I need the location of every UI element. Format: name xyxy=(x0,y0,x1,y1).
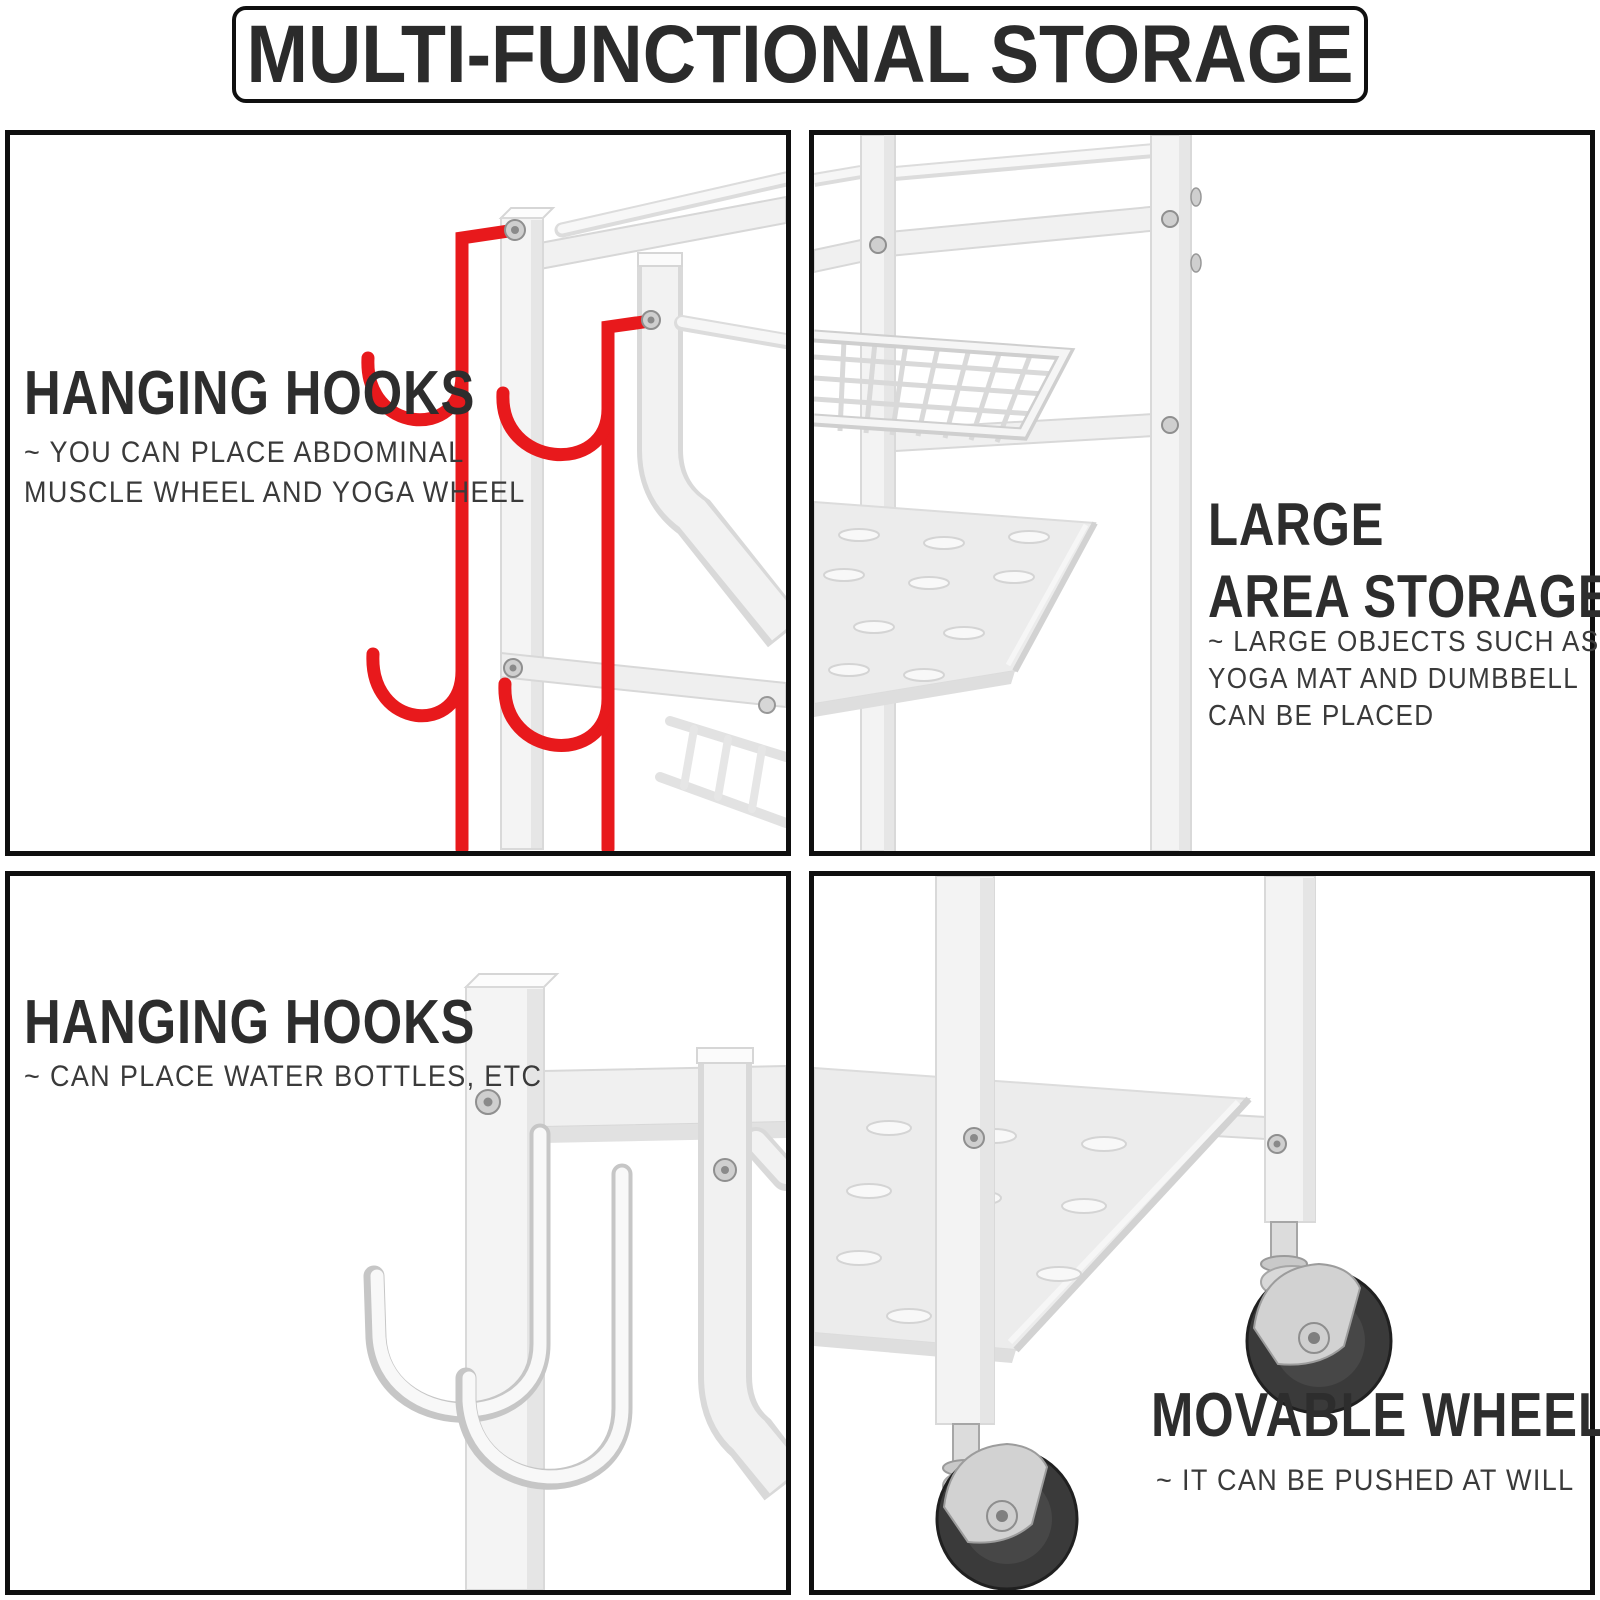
feature-panel-hanging-hooks-red: HANGING HOOKS ~ YOU CAN PLACE ABDOMINAL … xyxy=(5,130,791,856)
section-heading-text: HANGING HOOKS xyxy=(24,359,476,428)
screw-icons xyxy=(475,1089,737,1182)
description-line: YOGA MAT AND DUMBBELL xyxy=(1208,663,1580,695)
description-line: ~ CAN PLACE WATER BOTTLES, ETC xyxy=(24,1060,543,1093)
description-line: ~ LARGE OBJECTS SUCH AS xyxy=(1208,626,1600,658)
section-description: ~ IT CAN BE PUSHED AT WILL xyxy=(1156,1461,1600,1501)
page-title: MULTI-FUNCTIONAL STORAGE xyxy=(246,8,1354,100)
storage-shelves-illustration xyxy=(814,135,1202,851)
feature-panel-hanging-hooks-white: HANGING HOOKS ~ CAN PLACE WATER BOTTLES,… xyxy=(5,871,791,1595)
caster-wheels-illustration xyxy=(814,876,1393,1590)
white-hanging-hooks-illustration xyxy=(363,973,786,1590)
caster-wheel-icon xyxy=(935,1423,1079,1590)
section-heading: MOVABLE WHEELS xyxy=(1151,1385,1600,1447)
screw-icons xyxy=(503,219,776,714)
feature-panel-movable-wheels: MOVABLE WHEELS ~ IT CAN BE PUSHED AT WIL… xyxy=(809,871,1600,1595)
screw-icons xyxy=(869,210,1179,434)
perforated-shelf xyxy=(814,1066,1252,1363)
red-hook-icon xyxy=(361,223,657,851)
section-description: ~ LARGE OBJECTS SUCH AS YOGA MAT AND DUM… xyxy=(1208,624,1600,735)
description-line: ~ YOU CAN PLACE ABDOMINAL xyxy=(24,436,465,469)
section-heading: LARGE AREA STORAGE xyxy=(1208,489,1600,633)
screw-icons xyxy=(963,1127,1287,1154)
perforated-shelf xyxy=(814,500,1098,717)
section-heading-text: LARGE xyxy=(1208,491,1385,558)
title-banner: MULTI-FUNCTIONAL STORAGE xyxy=(232,6,1368,103)
section-heading-text: MOVABLE WHEELS xyxy=(1151,1381,1600,1450)
section-description: ~ YOU CAN PLACE ABDOMINAL MUSCLE WHEEL A… xyxy=(24,433,581,513)
section-heading: HANGING HOOKS xyxy=(24,992,574,1054)
description-line: ~ IT CAN BE PUSHED AT WILL xyxy=(1156,1464,1575,1497)
lower-tier-rack xyxy=(655,716,786,828)
section-heading: HANGING HOOKS xyxy=(24,363,574,425)
section-heading-text: HANGING HOOKS xyxy=(24,988,476,1057)
section-description: ~ CAN PLACE WATER BOTTLES, ETC xyxy=(24,1057,600,1097)
description-line: CAN BE PLACED xyxy=(1208,700,1435,732)
wire-grid-shelf xyxy=(814,329,1076,443)
description-line: MUSCLE WHEEL AND YOGA WHEEL xyxy=(24,476,526,509)
red-hanging-hooks-illustration xyxy=(361,171,786,851)
white-hook-icon xyxy=(363,1123,633,1490)
section-heading-text: AREA STORAGE xyxy=(1208,563,1600,630)
feature-panel-large-area-storage: LARGE AREA STORAGE ~ LARGE OBJECTS SUCH … xyxy=(809,130,1600,856)
caster-wheel-icon xyxy=(1245,1221,1393,1415)
